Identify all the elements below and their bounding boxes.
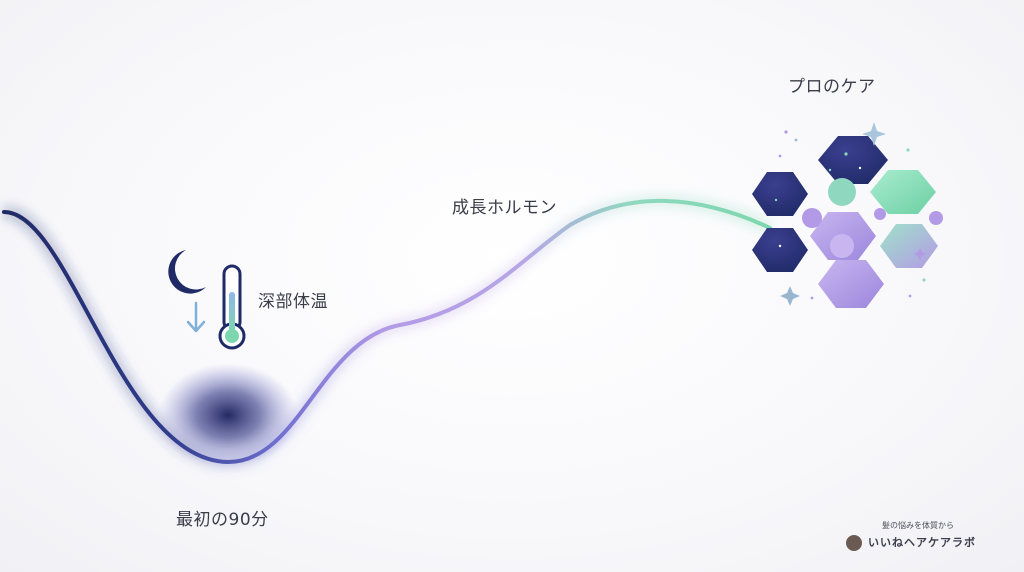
hexagon-navy-bottom bbox=[752, 228, 808, 272]
sparkle-dot bbox=[784, 130, 788, 134]
sparkle-dot bbox=[810, 296, 814, 300]
thermometer-icon bbox=[218, 264, 246, 350]
deep-sleep-glow bbox=[158, 363, 298, 467]
hexagon-navy-top bbox=[818, 136, 888, 184]
sparkle-dot bbox=[906, 148, 910, 152]
hexagon-lavender-bottom bbox=[818, 260, 884, 308]
hexagon-mint-right bbox=[870, 170, 936, 214]
connector-blob bbox=[828, 178, 856, 206]
hexagon-cluster-icon bbox=[752, 136, 943, 308]
label-core-body-temperature: 深部体温 bbox=[258, 292, 328, 312]
connector-blob bbox=[830, 234, 854, 258]
hexagon-mix-right bbox=[880, 224, 938, 268]
curve-glow bbox=[3, 195, 773, 468]
sparkle-dot bbox=[908, 294, 912, 298]
sleep-curve-line bbox=[2, 198, 772, 465]
sparkle-icon bbox=[862, 122, 886, 146]
brand-logo-icon bbox=[846, 535, 862, 551]
sparkle-dot bbox=[794, 138, 798, 142]
brand-tagline: 髪の悩みを体質から bbox=[882, 521, 954, 530]
brand-name: いいねヘアケアラボ bbox=[868, 536, 976, 549]
label-first-90-minutes: 最初の90分 bbox=[176, 510, 269, 530]
arrow-down-icon bbox=[186, 301, 206, 333]
sparkle-dot bbox=[922, 278, 926, 282]
label-professional-care: プロのケア bbox=[788, 77, 876, 97]
sparkle-dot bbox=[778, 154, 782, 158]
connector-blob bbox=[802, 208, 822, 228]
hexagon-navy-left bbox=[752, 172, 808, 216]
sparkle-icon bbox=[914, 248, 926, 260]
connector-blob bbox=[874, 208, 886, 220]
connector-blob bbox=[929, 211, 943, 225]
label-growth-hormone: 成長ホルモン bbox=[452, 198, 557, 218]
sparkle-icon bbox=[780, 286, 800, 306]
crescent-moon-icon bbox=[168, 250, 206, 294]
